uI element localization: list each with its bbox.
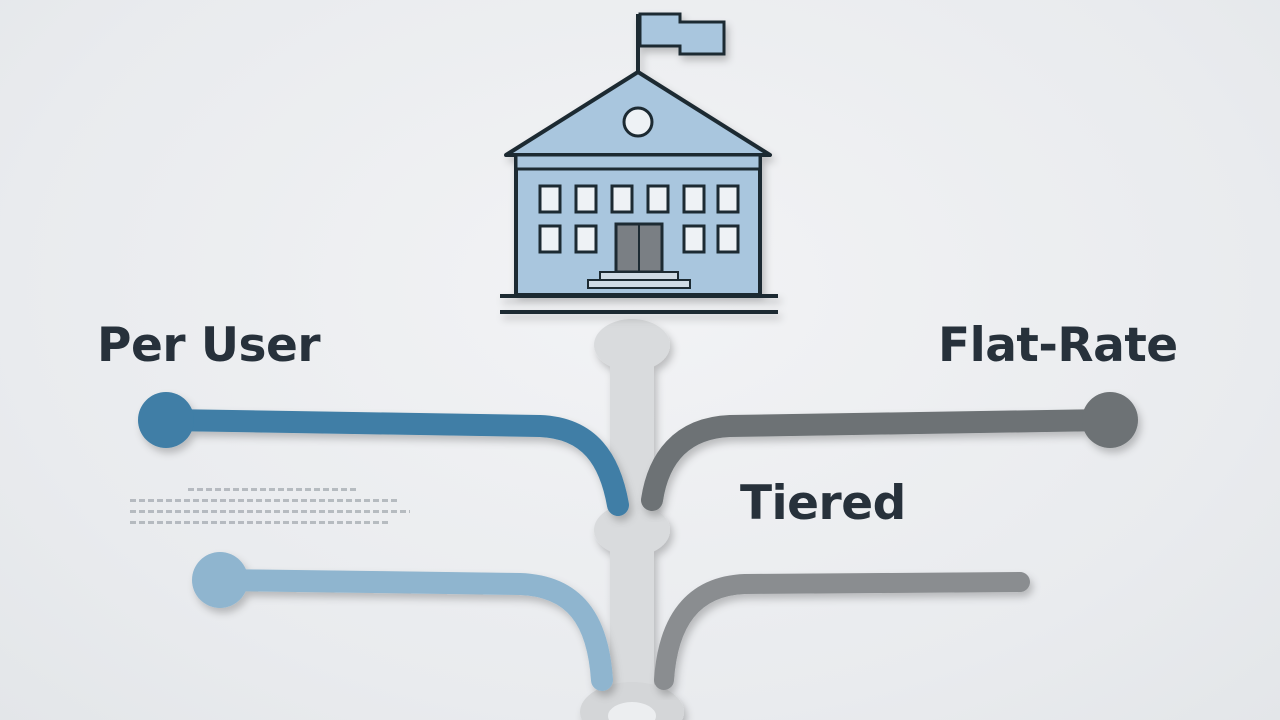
label-per-user: Per User (97, 318, 321, 373)
branch-lower-right (654, 572, 1030, 690)
branch-per-user (138, 392, 629, 516)
school-building-icon (500, 12, 778, 314)
branch-flat-rate (641, 392, 1138, 511)
label-flat-rate: Flat-Rate (938, 318, 1178, 373)
branch-lower-left (192, 552, 613, 691)
central-trunk (580, 319, 684, 720)
illegible-fine-print (130, 488, 410, 532)
label-tiered: Tiered (740, 476, 906, 531)
